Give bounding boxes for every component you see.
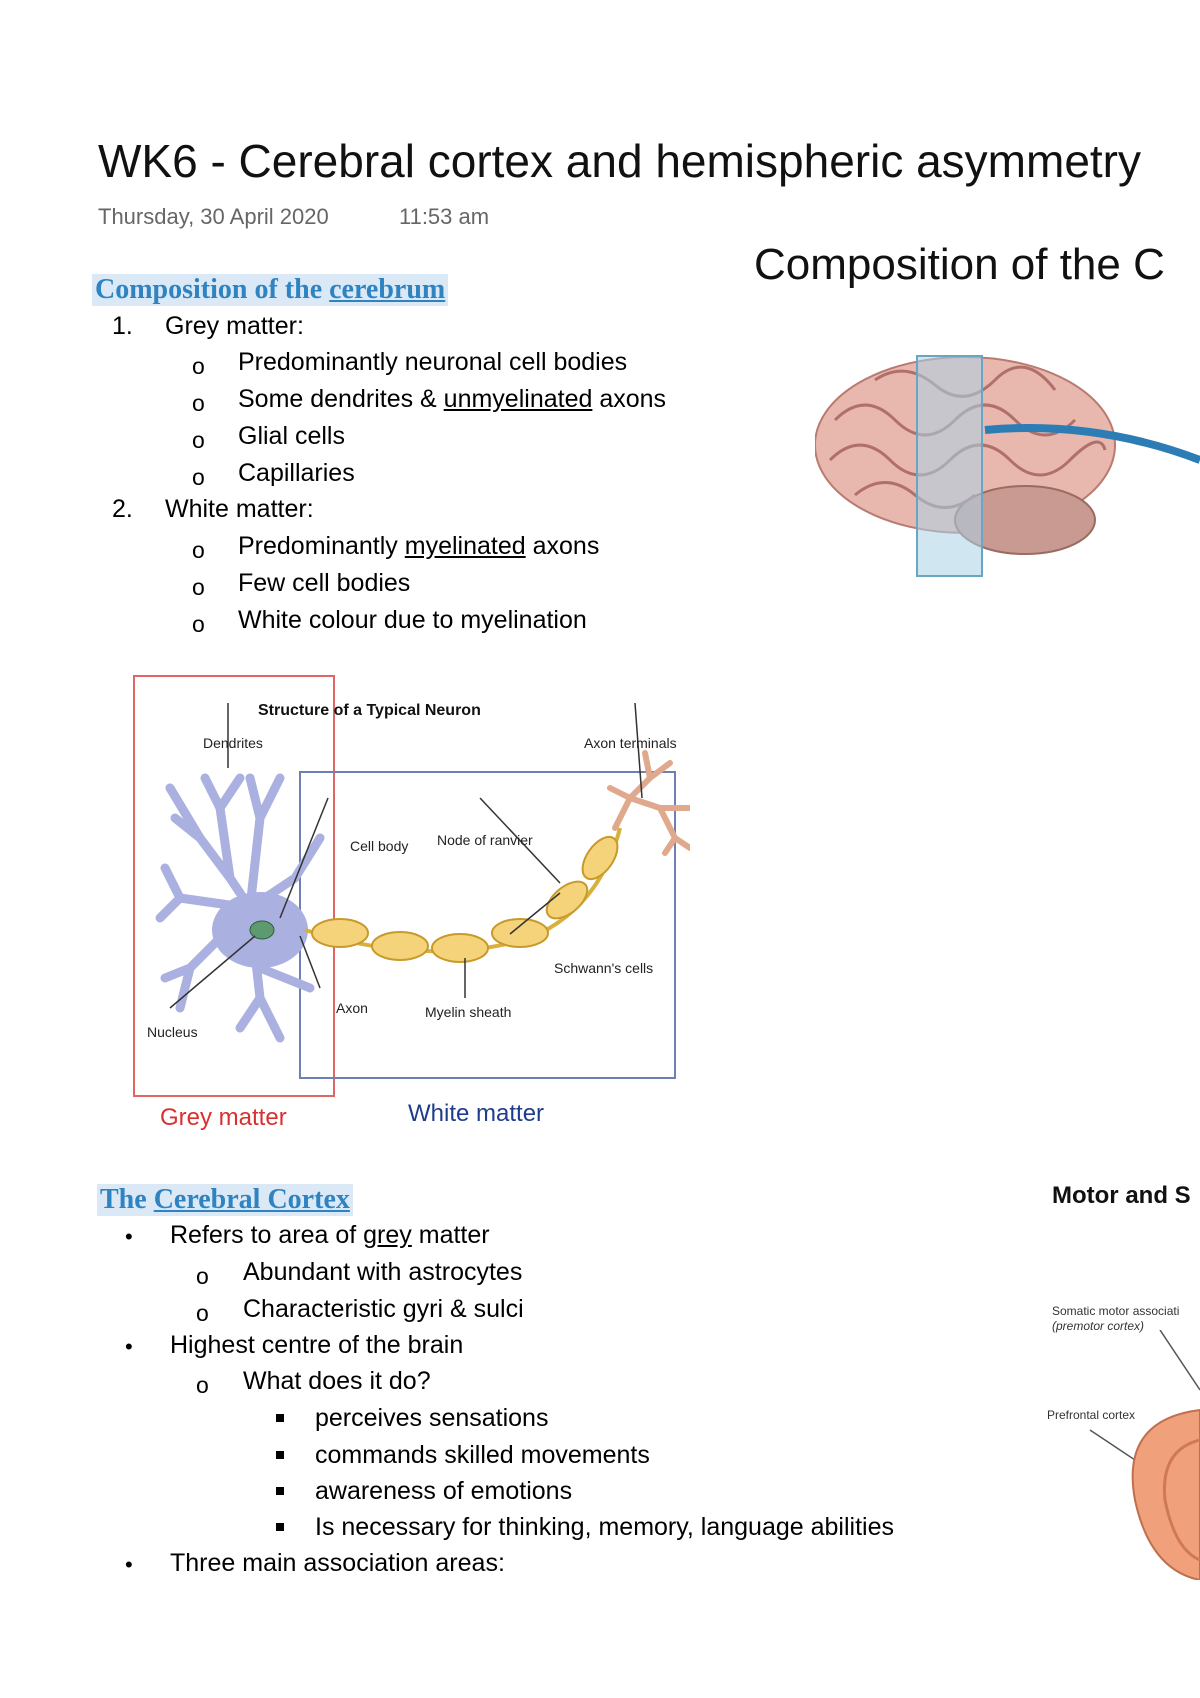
brain-image <box>815 355 1200 577</box>
list-item: Abundant with astrocytes <box>243 1258 523 1286</box>
text-fragment: axons <box>525 532 600 560</box>
list-item: awareness of emotions <box>315 1477 573 1505</box>
list-item: Few cell bodies <box>238 569 411 597</box>
underlined-text: grey <box>363 1221 412 1249</box>
slide-title-motor: Motor and S <box>1052 1182 1191 1209</box>
open-bullet: o <box>192 390 205 416</box>
neuron-diagram <box>133 675 690 1097</box>
label-schwanns-cells: Schwann's cells <box>554 960 654 976</box>
square-bullet <box>276 1451 284 1459</box>
label-dendrites: Dendrites <box>203 735 263 751</box>
list-item: Predominantly neuronal cell bodies <box>238 348 628 376</box>
open-bullet: o <box>192 353 205 379</box>
text-fragment: Predominantly <box>238 532 405 560</box>
list-item: Glial cells <box>238 422 345 450</box>
section-heading-cerebrum: Composition of the cerebrum <box>92 274 449 306</box>
list-item: Three main association areas: <box>170 1549 505 1577</box>
open-bullet: o <box>192 537 205 563</box>
open-bullet: o <box>196 1300 209 1326</box>
grey-matter-box <box>133 675 335 1097</box>
label-nucleus: Nucleus <box>147 1024 198 1040</box>
square-bullet <box>276 1414 284 1422</box>
grey-matter-label: Grey matter: <box>165 312 304 340</box>
list-item: Capillaries <box>238 459 355 487</box>
heading-text: The <box>100 1184 154 1215</box>
label-axon-terminals: Axon terminals <box>584 735 677 751</box>
dot-bullet: • <box>125 1224 133 1249</box>
square-bullet <box>276 1523 284 1531</box>
page-datetime: Thursday, 30 April 2020 11:53 am <box>98 204 489 230</box>
list-number-2: 2. <box>112 495 133 523</box>
list-item: Predominantly myelinated axons <box>238 532 599 561</box>
label-cell-body: Cell body <box>350 838 409 854</box>
dot-bullet: • <box>125 1334 133 1359</box>
open-bullet: o <box>192 611 205 637</box>
heading-text: Composition of the <box>95 274 330 305</box>
list-item: Is necessary for thinking, memory, langu… <box>315 1513 894 1541</box>
text-fragment: matter <box>411 1221 490 1249</box>
page-title: WK6 - Cerebral cortex and hemispheric as… <box>98 135 1141 187</box>
open-bullet: o <box>192 427 205 453</box>
square-bullet <box>276 1487 284 1495</box>
section-heading-cerebral-cortex: The Cerebral Cortex <box>97 1184 353 1216</box>
white-matter-caption: White matter <box>408 1100 545 1127</box>
label-axon: Axon <box>336 1000 368 1016</box>
label-node-of-ranvier: Node of ranvier <box>437 832 533 848</box>
diagram-title: Structure of a Typical Neuron <box>258 702 481 719</box>
open-bullet: o <box>192 574 205 600</box>
label-premotor-cortex: (premotor cortex) <box>1052 1319 1145 1333</box>
open-bullet: o <box>196 1263 209 1289</box>
label-myelin-sheath: Myelin sheath <box>425 1004 512 1020</box>
page-date: Thursday, 30 April 2020 <box>98 204 329 229</box>
white-matter-label: White matter: <box>165 495 314 523</box>
list-item: perceives sensations <box>315 1404 549 1432</box>
label-somatic-motor-association: Somatic motor associati <box>1052 1304 1180 1318</box>
list-item: Refers to area of grey matter <box>170 1221 490 1250</box>
list-item: What does it do? <box>243 1367 431 1395</box>
slide-title-composition: Composition of the C <box>754 240 1165 289</box>
text-fragment: axons <box>592 385 667 413</box>
heading-underlined-text: cerebrum <box>329 274 446 305</box>
text-fragment: Refers to area of <box>170 1221 364 1249</box>
page-time: 11:53 am <box>398 204 490 229</box>
list-item: commands skilled movements <box>315 1441 650 1469</box>
open-bullet: o <box>192 464 205 490</box>
heading-underlined-text: Cerebral Cortex <box>153 1184 350 1215</box>
list-item: Some dendrites & unmyelinated axons <box>238 385 666 414</box>
list-item: Highest centre of the brain <box>170 1331 464 1359</box>
motor-brain-image <box>1089 1330 1200 1580</box>
underlined-text: myelinated <box>404 532 526 560</box>
list-item: Characteristic gyri & sulci <box>243 1295 524 1323</box>
label-prefrontal-cortex: Prefrontal cortex <box>1047 1408 1136 1422</box>
grey-matter-caption: Grey matter <box>160 1104 287 1131</box>
dot-bullet: • <box>125 1552 133 1577</box>
text-fragment: Some dendrites & <box>238 385 444 413</box>
list-item: White colour due to myelination <box>238 606 587 634</box>
open-bullet: o <box>196 1372 209 1398</box>
underlined-text: unmyelinated <box>443 385 593 413</box>
list-number-1: 1. <box>112 312 133 340</box>
